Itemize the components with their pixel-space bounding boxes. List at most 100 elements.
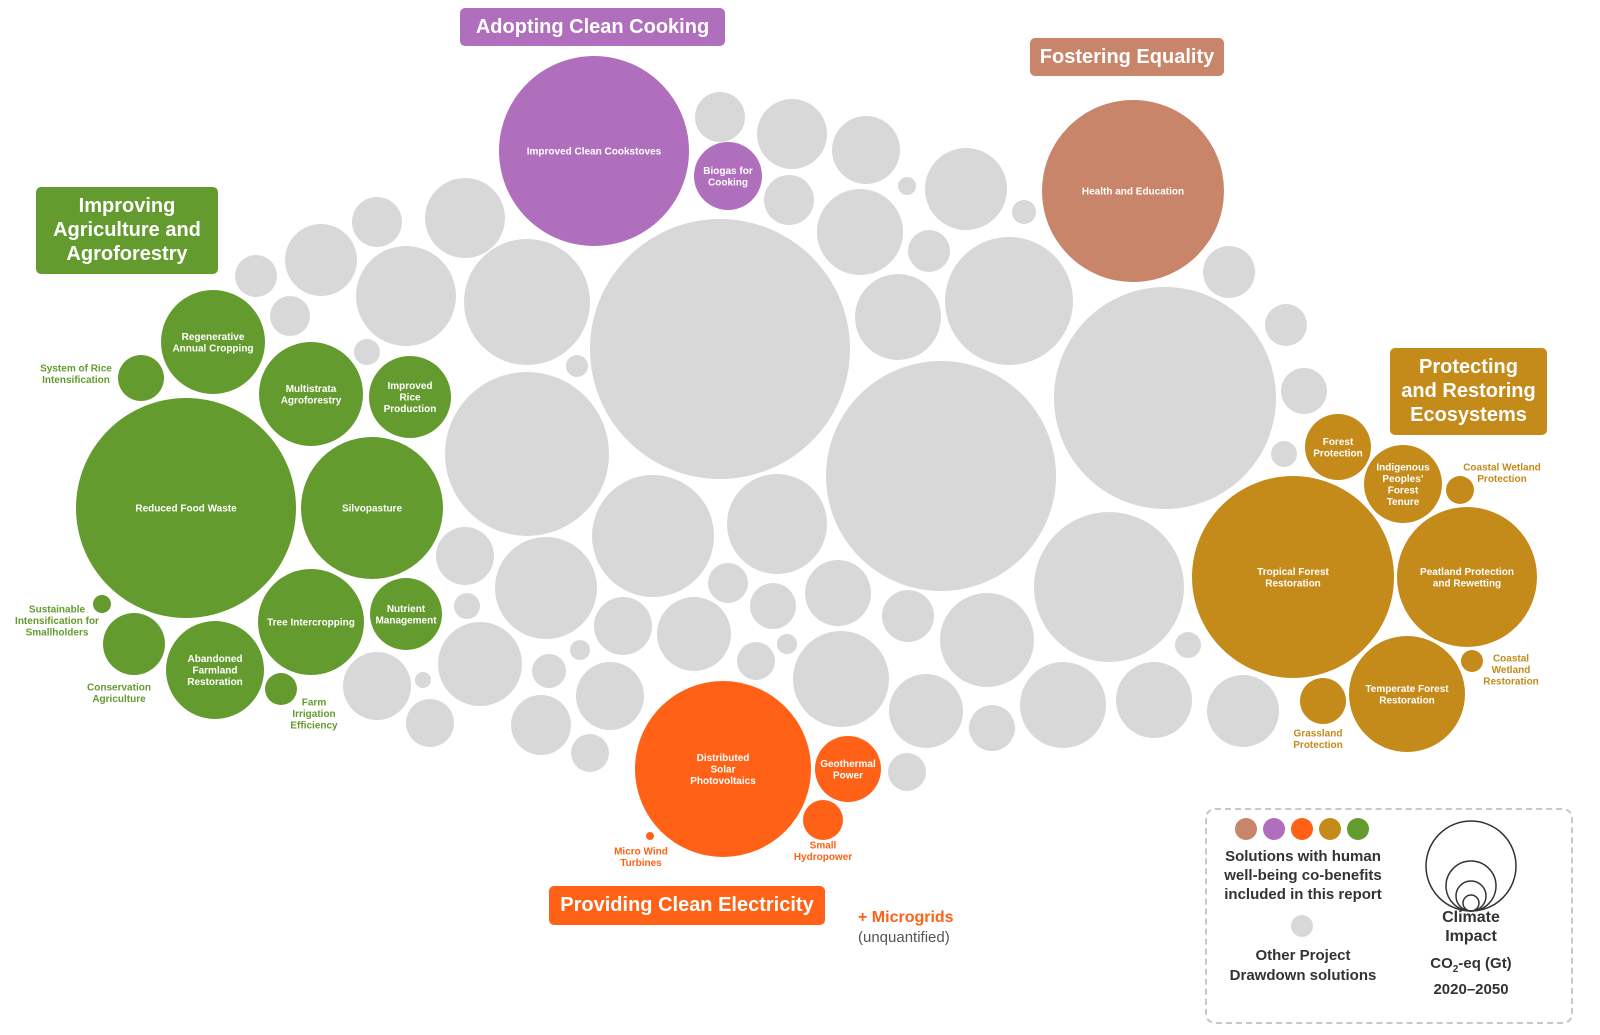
other-solution-bubble: [438, 622, 522, 706]
other-solution-bubble: [882, 590, 934, 642]
bubble-reduced-food-waste: [76, 398, 296, 618]
microgrids-label: + Microgrids: [858, 909, 954, 926]
label-silvopasture: Silvopasture: [342, 504, 402, 515]
label-improved-clean-cookstoves: Improved Clean Cookstoves: [527, 147, 662, 158]
bubble-coastal-wetland-protection: [1446, 476, 1474, 504]
bubble-small-hydropower: [803, 800, 843, 840]
other-solution-bubble: [571, 734, 609, 772]
microgrids-unquantified: (unquantified): [858, 929, 950, 946]
other-solution-bubble: [495, 537, 597, 639]
other-solution-bubble: [727, 474, 827, 574]
legend-size-circle-medium: [1445, 860, 1497, 912]
other-solution-bubble: [826, 361, 1056, 591]
other-solution-bubble: [1116, 662, 1192, 738]
bubble-biogas-for-cooking: [694, 142, 762, 210]
other-solution-bubble: [285, 224, 357, 296]
bubble-farm-irrigation-efficiency: [265, 673, 297, 705]
other-solution-bubble: [343, 652, 411, 720]
bubble-regenerative-annual-cropping: [161, 290, 265, 394]
other-solution-bubble: [793, 631, 889, 727]
legend-dot-electricity: [1291, 818, 1313, 840]
bubble-health-and-education: [1042, 100, 1224, 282]
other-solution-bubble: [777, 634, 797, 654]
other-solution-bubble: [1175, 632, 1201, 658]
bubble-multistrata-agroforestry: [259, 342, 363, 446]
bubble-improved-clean-cookstoves: [499, 56, 689, 246]
other-solution-bubble: [532, 654, 566, 688]
legend-impact-title: Climate Impact: [1442, 909, 1500, 945]
other-solution-bubble: [757, 99, 827, 169]
other-solution-bubble: [832, 116, 900, 184]
other-solution-bubble: [235, 255, 277, 297]
other-solutions-layer: [235, 92, 1327, 791]
other-solution-bubble: [1271, 441, 1297, 467]
bubble-temperate-forest-restoration: [1349, 636, 1465, 752]
other-solution-bubble: [764, 175, 814, 225]
bubble-forest-protection: [1305, 414, 1371, 480]
legend-dot-ecosystems: [1319, 818, 1341, 840]
bubble-system-of-rice-intensification: [118, 355, 164, 401]
other-solution-bubble: [356, 246, 456, 346]
legend-cobenefit-text: Solutions with human well-being co-benef…: [1224, 848, 1382, 903]
other-solution-bubble: [750, 583, 796, 629]
legend-size-circle-large: [1425, 820, 1517, 912]
bubble-grassland-protection: [1300, 678, 1346, 724]
other-solution-bubble: [1034, 512, 1184, 662]
other-solution-bubble: [415, 672, 431, 688]
other-solution-bubble: [566, 355, 588, 377]
other-solution-bubble: [464, 239, 590, 365]
label-health-and-education: Health and Education: [1082, 187, 1184, 198]
other-solution-bubble: [805, 560, 871, 626]
group-title-equality: Fostering Equality: [1030, 38, 1224, 76]
bubble-coastal-wetland-restoration: [1461, 650, 1483, 672]
microgrids-note: + Microgrids (unquantified): [858, 908, 954, 948]
bubble-tropical-forest-restoration: [1192, 476, 1394, 678]
other-solution-bubble: [445, 372, 609, 536]
legend-graphics: [1235, 818, 1517, 937]
legend-impact-unit: CO2-eq (Gt) 2020–2050: [1430, 955, 1512, 998]
other-solution-bubble: [708, 563, 748, 603]
other-solution-bubble: [1054, 287, 1276, 509]
legend-dot-equality: [1235, 818, 1257, 840]
other-solution-bubble: [1207, 675, 1279, 747]
other-solution-bubble: [570, 640, 590, 660]
other-solution-bubble: [576, 662, 644, 730]
other-solution-bubble: [889, 674, 963, 748]
bubble-distributed-solar-photovoltaics: [635, 681, 811, 857]
bubble-tree-intercropping: [258, 569, 364, 675]
legend: Solutions with human well-being co-benef…: [1205, 808, 1573, 1024]
other-solution-bubble: [1203, 246, 1255, 298]
other-solution-bubble: [657, 597, 731, 671]
legend-size-circle-tiny: [1462, 894, 1480, 912]
other-solution-bubble: [1281, 368, 1327, 414]
other-solution-bubble: [425, 178, 505, 258]
bubble-improved-rice-production: [369, 356, 451, 438]
other-solution-bubble: [817, 189, 903, 275]
group-title-clean-cooking: Adopting Clean Cooking: [460, 8, 725, 46]
other-solution-bubble: [855, 274, 941, 360]
other-solution-bubble: [908, 230, 950, 272]
label-reduced-food-waste: Reduced Food Waste: [135, 504, 237, 515]
legend-other-text: Other Project Drawdown solutions: [1229, 947, 1377, 984]
other-solution-bubble: [945, 237, 1073, 365]
other-solution-bubble: [695, 92, 745, 142]
other-solution-bubble: [888, 753, 926, 791]
group-title-clean-electricity: Providing Clean Electricity: [549, 886, 825, 925]
